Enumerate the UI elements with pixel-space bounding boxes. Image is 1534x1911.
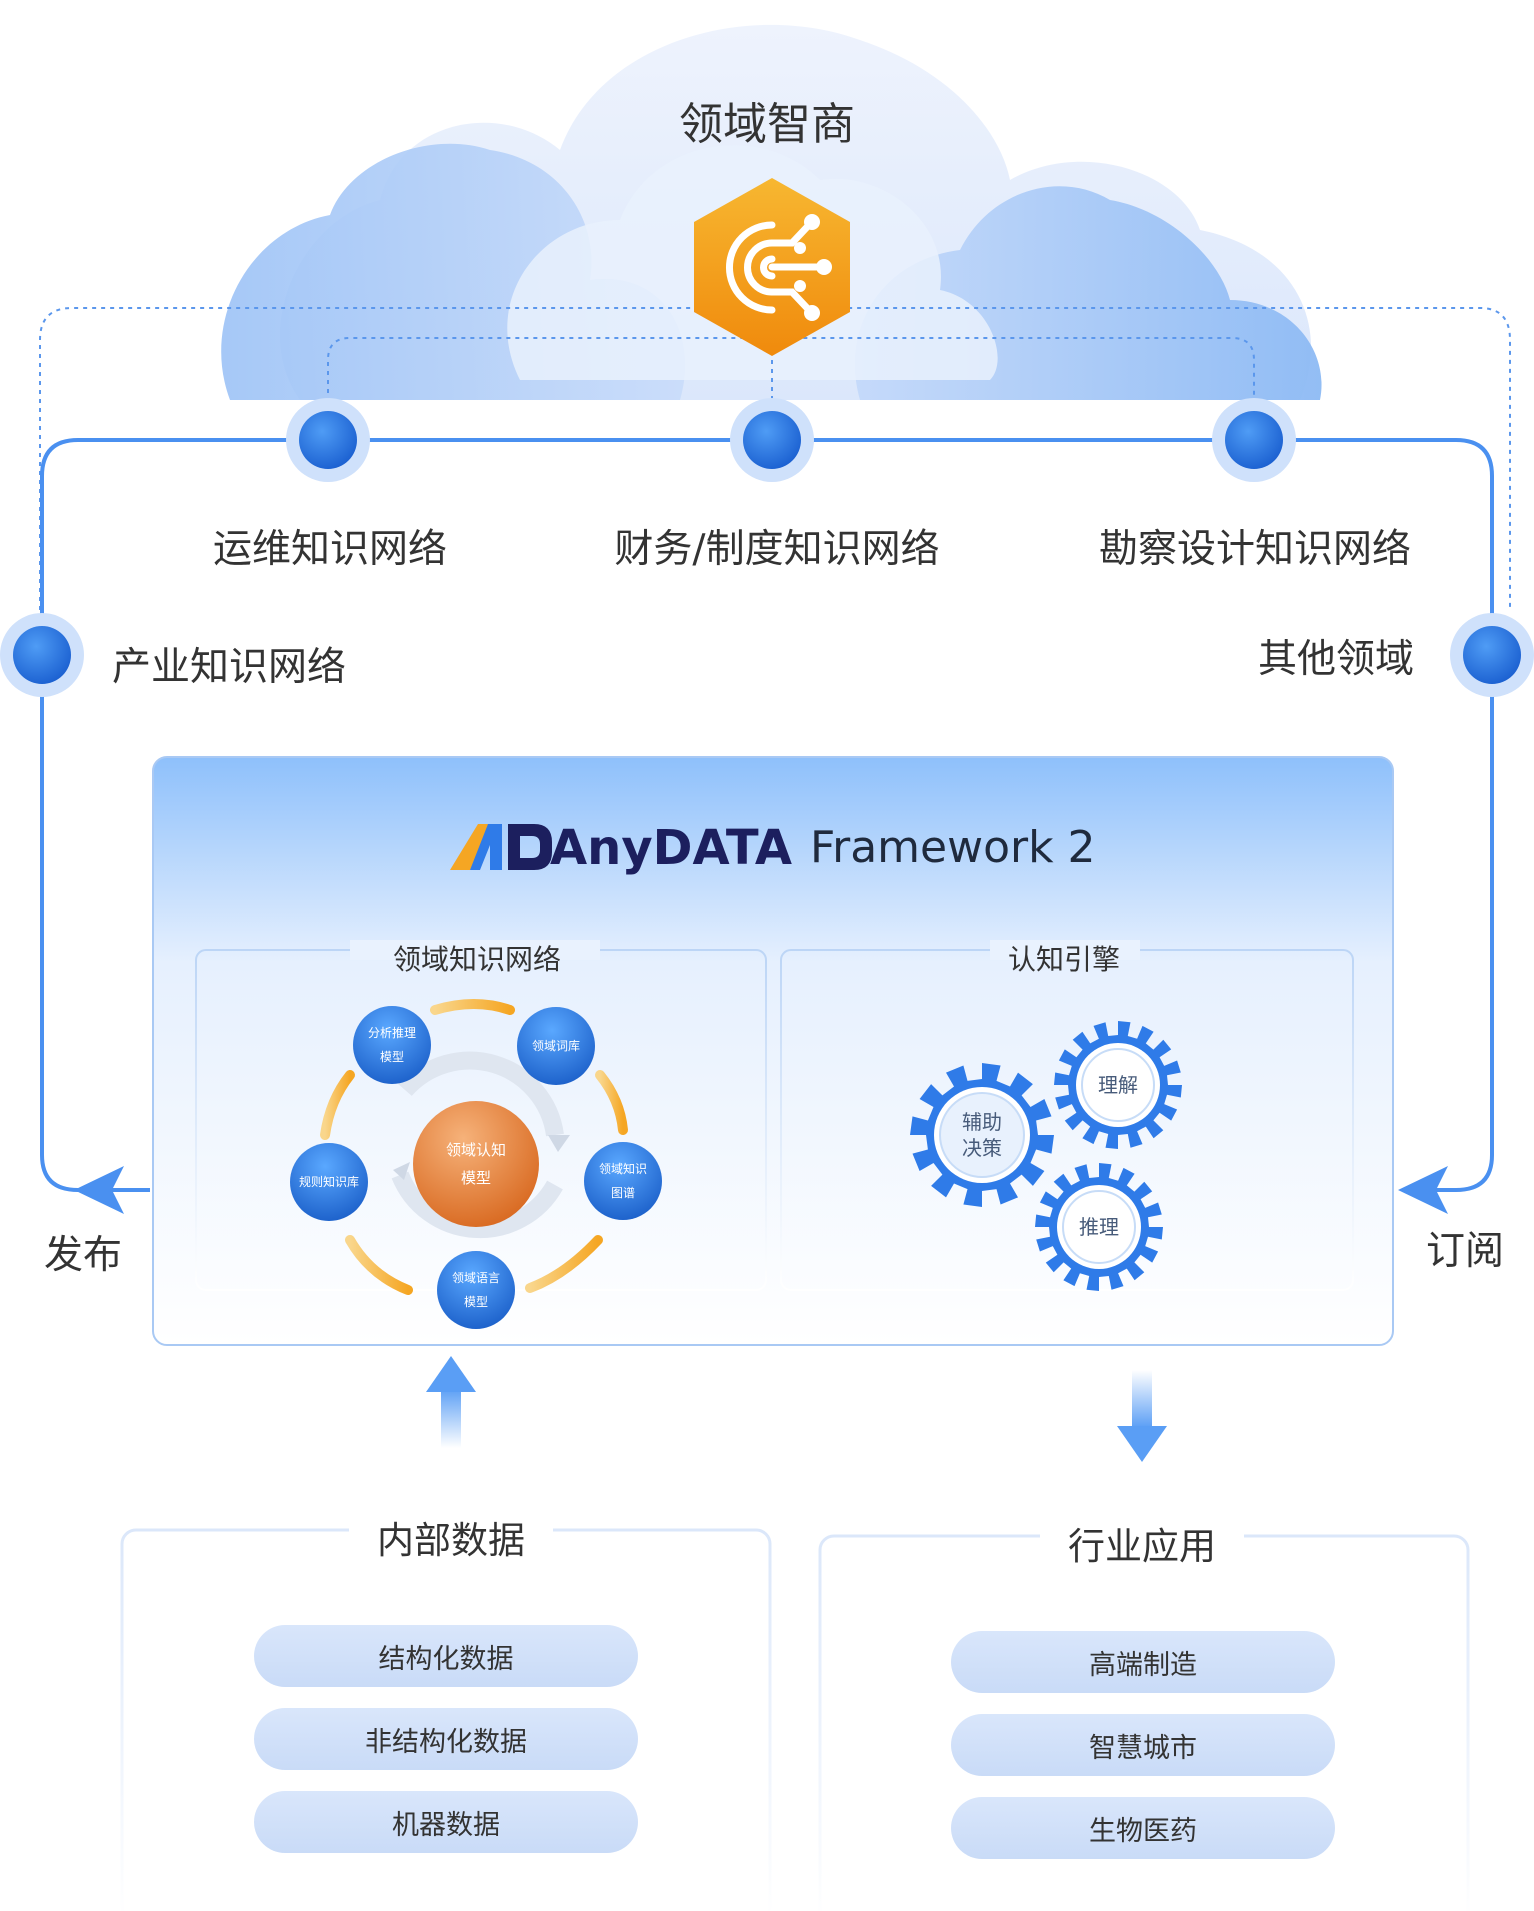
industry-app-item: 高端制造 — [951, 1631, 1335, 1693]
internal-data-item: 机器数据 — [254, 1791, 638, 1853]
network-label-ops: 运维知识网络 — [212, 527, 448, 572]
node-label-graph: 领域知识 图谱 — [598, 1162, 648, 1200]
center-node-label: 领域认知 模型 — [445, 1141, 507, 1187]
gear-label-reason: 推理 — [1079, 1215, 1119, 1239]
node-label-rules: 规则知识库 — [298, 1175, 360, 1189]
cognitive-gears — [910, 1021, 1182, 1291]
internal-data-item: 非结构化数据 — [254, 1708, 638, 1770]
anydata-logo-mark — [450, 824, 552, 870]
gear-reason-core — [1062, 1190, 1136, 1264]
network-label-survey: 勘察设计知识网络 — [1098, 527, 1412, 572]
gear-understand-core — [1081, 1048, 1155, 1122]
domain-ring — [320, 999, 628, 1295]
publish-arrowhead — [74, 1166, 124, 1214]
down-arrow-icon — [1117, 1370, 1167, 1462]
up-arrow-icon — [426, 1356, 476, 1448]
subscribe-label: 订阅 — [1426, 1229, 1505, 1274]
center-node — [413, 1101, 539, 1227]
internal-data-title: 内部数据 — [349, 1510, 553, 1564]
industry-app-item: 生物医药 — [951, 1797, 1335, 1859]
ring-nodes — [290, 1006, 662, 1329]
internal-data-item: 结构化数据 — [254, 1625, 638, 1687]
framework-name: Framework 2 — [810, 822, 1096, 873]
network-label-finance: 财务/制度知识网络 — [614, 527, 940, 572]
industry-app-item: 智慧城市 — [951, 1714, 1335, 1776]
industry-apps-title: 行业应用 — [1040, 1516, 1244, 1570]
domain-panel-title: 领域知识网络 — [392, 943, 562, 976]
hub-hexagon — [694, 178, 850, 356]
side-label-industry: 产业知识网络 — [112, 645, 347, 690]
network-dots — [0, 398, 1534, 697]
dotted-links — [39, 307, 1511, 610]
gear-label-decision: 辅助 决策 — [962, 1110, 1002, 1160]
subscribe-arrowhead — [1398, 1166, 1448, 1214]
side-label-other: 其他领域 — [1258, 637, 1415, 682]
node-label-language: 领域语言 模型 — [451, 1271, 501, 1309]
center-swirl — [391, 1051, 570, 1239]
gear-label-understand: 理解 — [1098, 1073, 1138, 1097]
node-label-lexicon: 领域词库 — [531, 1039, 581, 1053]
engine-panel-title: 认知引擎 — [1007, 943, 1121, 976]
brand-name: AnyDATA — [550, 820, 793, 876]
gear-decision-core — [939, 1092, 1025, 1178]
cloud-title: 领域智商 — [679, 99, 855, 150]
publish-label: 发布 — [44, 1233, 123, 1278]
node-label-analysis: 分析推理 模型 — [367, 1026, 417, 1064]
